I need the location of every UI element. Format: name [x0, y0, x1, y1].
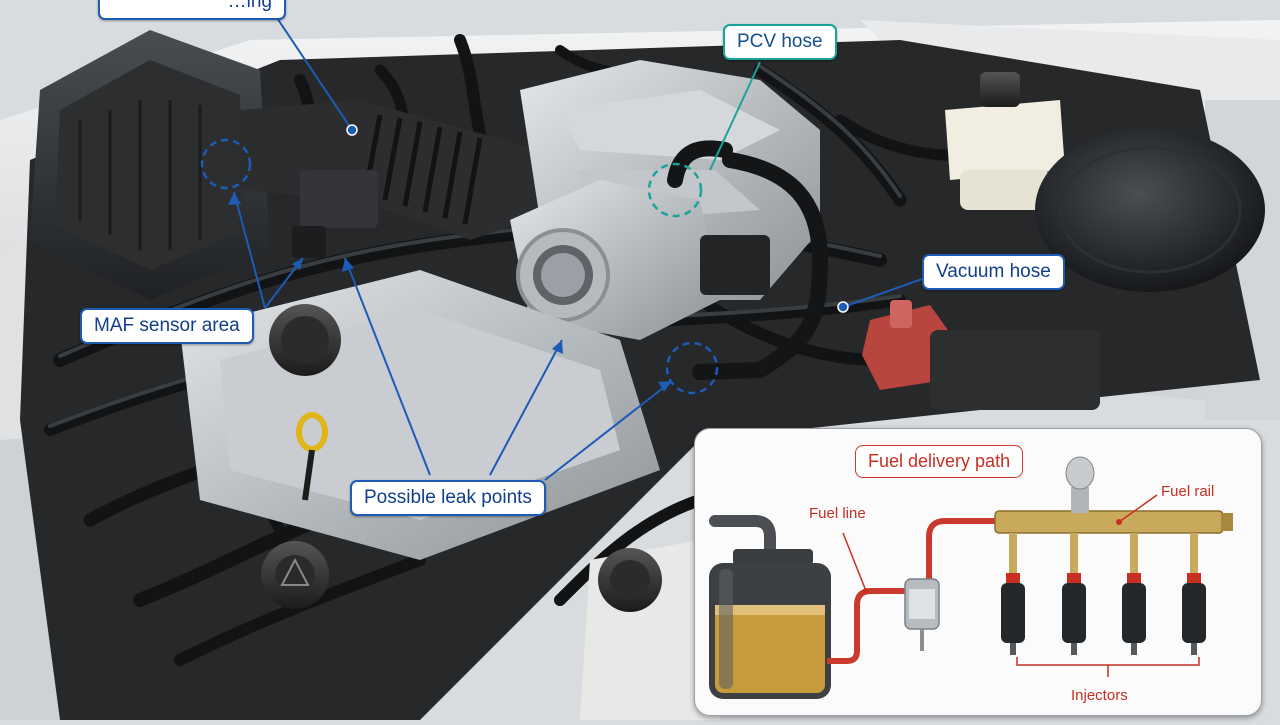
fuel-line-to-rail: [926, 518, 995, 591]
radiator-cap: [261, 541, 329, 609]
air-filter-box: [30, 30, 270, 300]
maf-sensor-connector: [300, 170, 378, 228]
oil-filler-cap: [269, 304, 341, 376]
battery: [930, 330, 1100, 410]
possible-leak-points-callout: Possible leak points: [350, 480, 546, 516]
fuel-injectors: [1001, 533, 1206, 655]
fuel-line-pipe: [827, 588, 905, 664]
throttle-body: [510, 180, 770, 340]
fuel-line-label: Fuel line: [809, 505, 866, 522]
fuel-delivery-diagram: [709, 456, 1233, 699]
maf-sensor-area-callout: MAF sensor area: [80, 308, 254, 344]
pcv-leader-line: [709, 61, 761, 171]
fuel-filter: [904, 578, 940, 651]
air-intake-callout: …ing: [98, 0, 286, 20]
vacuum-leak-circle: [665, 341, 719, 395]
callout-leader-lines: [233, 0, 926, 481]
washer-fluid-reservoir: [580, 540, 720, 720]
fuel-rail: [994, 456, 1233, 534]
vacuum-hose-callout: Vacuum hose: [922, 254, 1065, 290]
brake-booster: [1035, 128, 1265, 292]
fuel-rail-label: Fuel rail: [1161, 483, 1215, 500]
injectors-bracket: [1016, 657, 1200, 677]
fuel-delivery-title: Fuel delivery path: [855, 445, 1024, 478]
brake-fluid-reservoir: [945, 72, 1065, 210]
injectors-label: Injectors: [1071, 687, 1128, 704]
pcv-hose: [667, 140, 733, 188]
leader-dots: [346, 124, 849, 313]
fuel-tank: [709, 515, 831, 699]
vacuum-hose: [692, 152, 829, 380]
highlight-circles: [200, 138, 719, 395]
pcv-hose-callout: PCV hose: [723, 24, 837, 60]
intake-tube: [240, 100, 560, 258]
leader-arrowheads: [228, 192, 672, 392]
oil-dipstick: [296, 412, 328, 501]
fuel-delivery-inset: Fuel delivery path Fuel line Fuel rail I…: [694, 428, 1262, 716]
maf-leak-circle: [200, 138, 252, 190]
pcv-connection-circle: [647, 162, 703, 218]
